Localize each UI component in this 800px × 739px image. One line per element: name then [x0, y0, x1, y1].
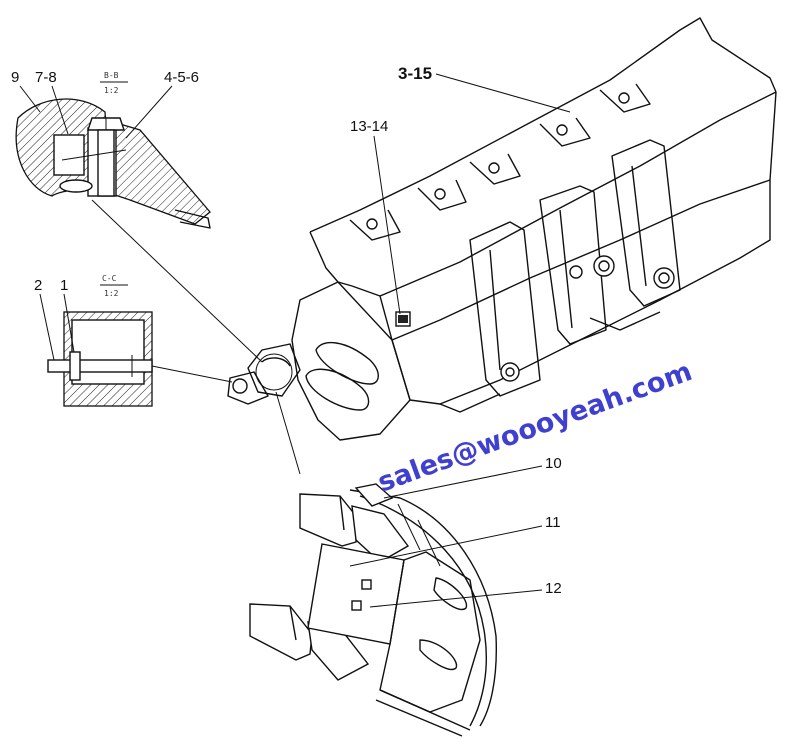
section-cc-scale: 1:2 [104, 289, 119, 298]
section-cc-name: C-C [102, 274, 117, 283]
watermark-email: sales@woooyeah.com [374, 356, 696, 499]
callout-3-15: 3-15 [398, 64, 432, 83]
callout-10: 10 [545, 455, 562, 472]
callout-13-14: 13-14 [350, 118, 388, 135]
bucket-body [291, 17, 777, 441]
section-bb-detail [15, 98, 211, 229]
callout-4-5-6: 4-5-6 [164, 69, 199, 86]
edge-detail-enlarged [249, 483, 498, 737]
bucket-tooth [227, 343, 301, 405]
callout-12: 12 [545, 580, 562, 597]
callout-1: 1 [60, 277, 68, 294]
part-13-14-plate [398, 315, 408, 323]
callout-9: 9 [11, 69, 19, 86]
section-bb-name: B-B [104, 71, 119, 80]
callout-7-8: 7-8 [35, 69, 57, 86]
callout-2: 2 [34, 277, 42, 294]
section-cc-detail [47, 311, 153, 407]
section-bb-scale: 1:2 [104, 86, 119, 95]
callout-11: 11 [545, 514, 561, 531]
